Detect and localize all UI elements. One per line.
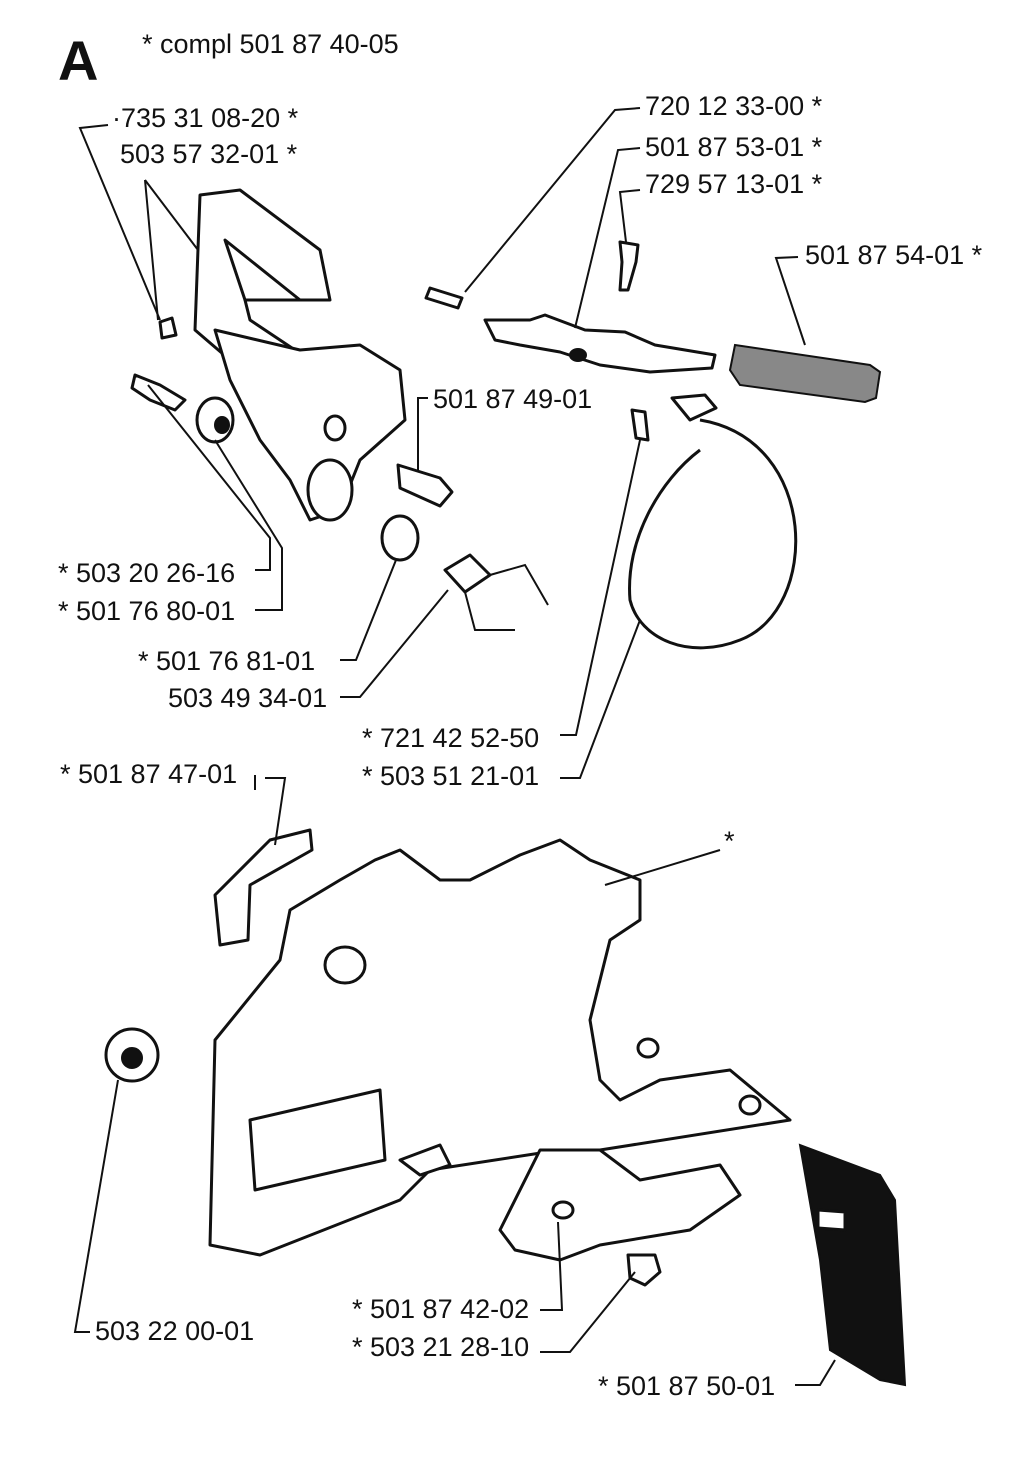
section-letter: A	[58, 29, 98, 92]
brake-handle-drawing	[424, 240, 882, 650]
part-label-735-31-08-20: ·735 31 08-20 *	[112, 103, 299, 133]
part-labels: ·735 31 08-20 * 503 57 32-01 * 720 12 33…	[58, 91, 983, 1401]
part-label-721-42-52-50: * 721 42 52-50	[362, 723, 539, 753]
part-label-501-87-54-01: 501 87 54-01 *	[805, 240, 983, 270]
part-label-503-21-28-10: * 503 21 28-10	[352, 1332, 529, 1362]
part-label-503-20-26-16: * 503 20 26-16	[58, 558, 235, 588]
brake-lever-drawing	[130, 188, 549, 631]
part-label-503-22-00-01: 503 22 00-01	[95, 1316, 254, 1346]
part-label-501-87-47-01: * 501 87 47-01	[60, 759, 237, 789]
part-label-503-51-21-01: * 503 51 21-01	[362, 761, 539, 791]
part-label-503-57-32-01: 503 57 32-01 *	[120, 139, 298, 169]
part-label-501-87-49-01: 501 87 49-01	[433, 384, 592, 414]
assembly-note: * compl 501 87 40-05	[142, 29, 399, 59]
part-label-503-49-34-01: 503 49 34-01	[168, 683, 327, 713]
part-label-501-87-50-01: * 501 87 50-01	[598, 1371, 775, 1401]
part-label-501-76-81-01: * 501 76 81-01	[138, 646, 315, 676]
part-label-501-87-53-01: 501 87 53-01 *	[645, 132, 823, 162]
clutch-cover-drawing	[104, 828, 907, 1387]
part-label-729-57-13-01: 729 57 13-01 *	[645, 169, 823, 199]
part-label-720-12-33-00: 720 12 33-00 *	[645, 91, 823, 121]
part-label-501-87-42-02: * 501 87 42-02	[352, 1294, 529, 1324]
leader-lines	[73, 107, 836, 1386]
part-label-asterisk: *	[724, 826, 735, 856]
part-label-501-76-80-01: * 501 76 80-01	[58, 596, 235, 626]
